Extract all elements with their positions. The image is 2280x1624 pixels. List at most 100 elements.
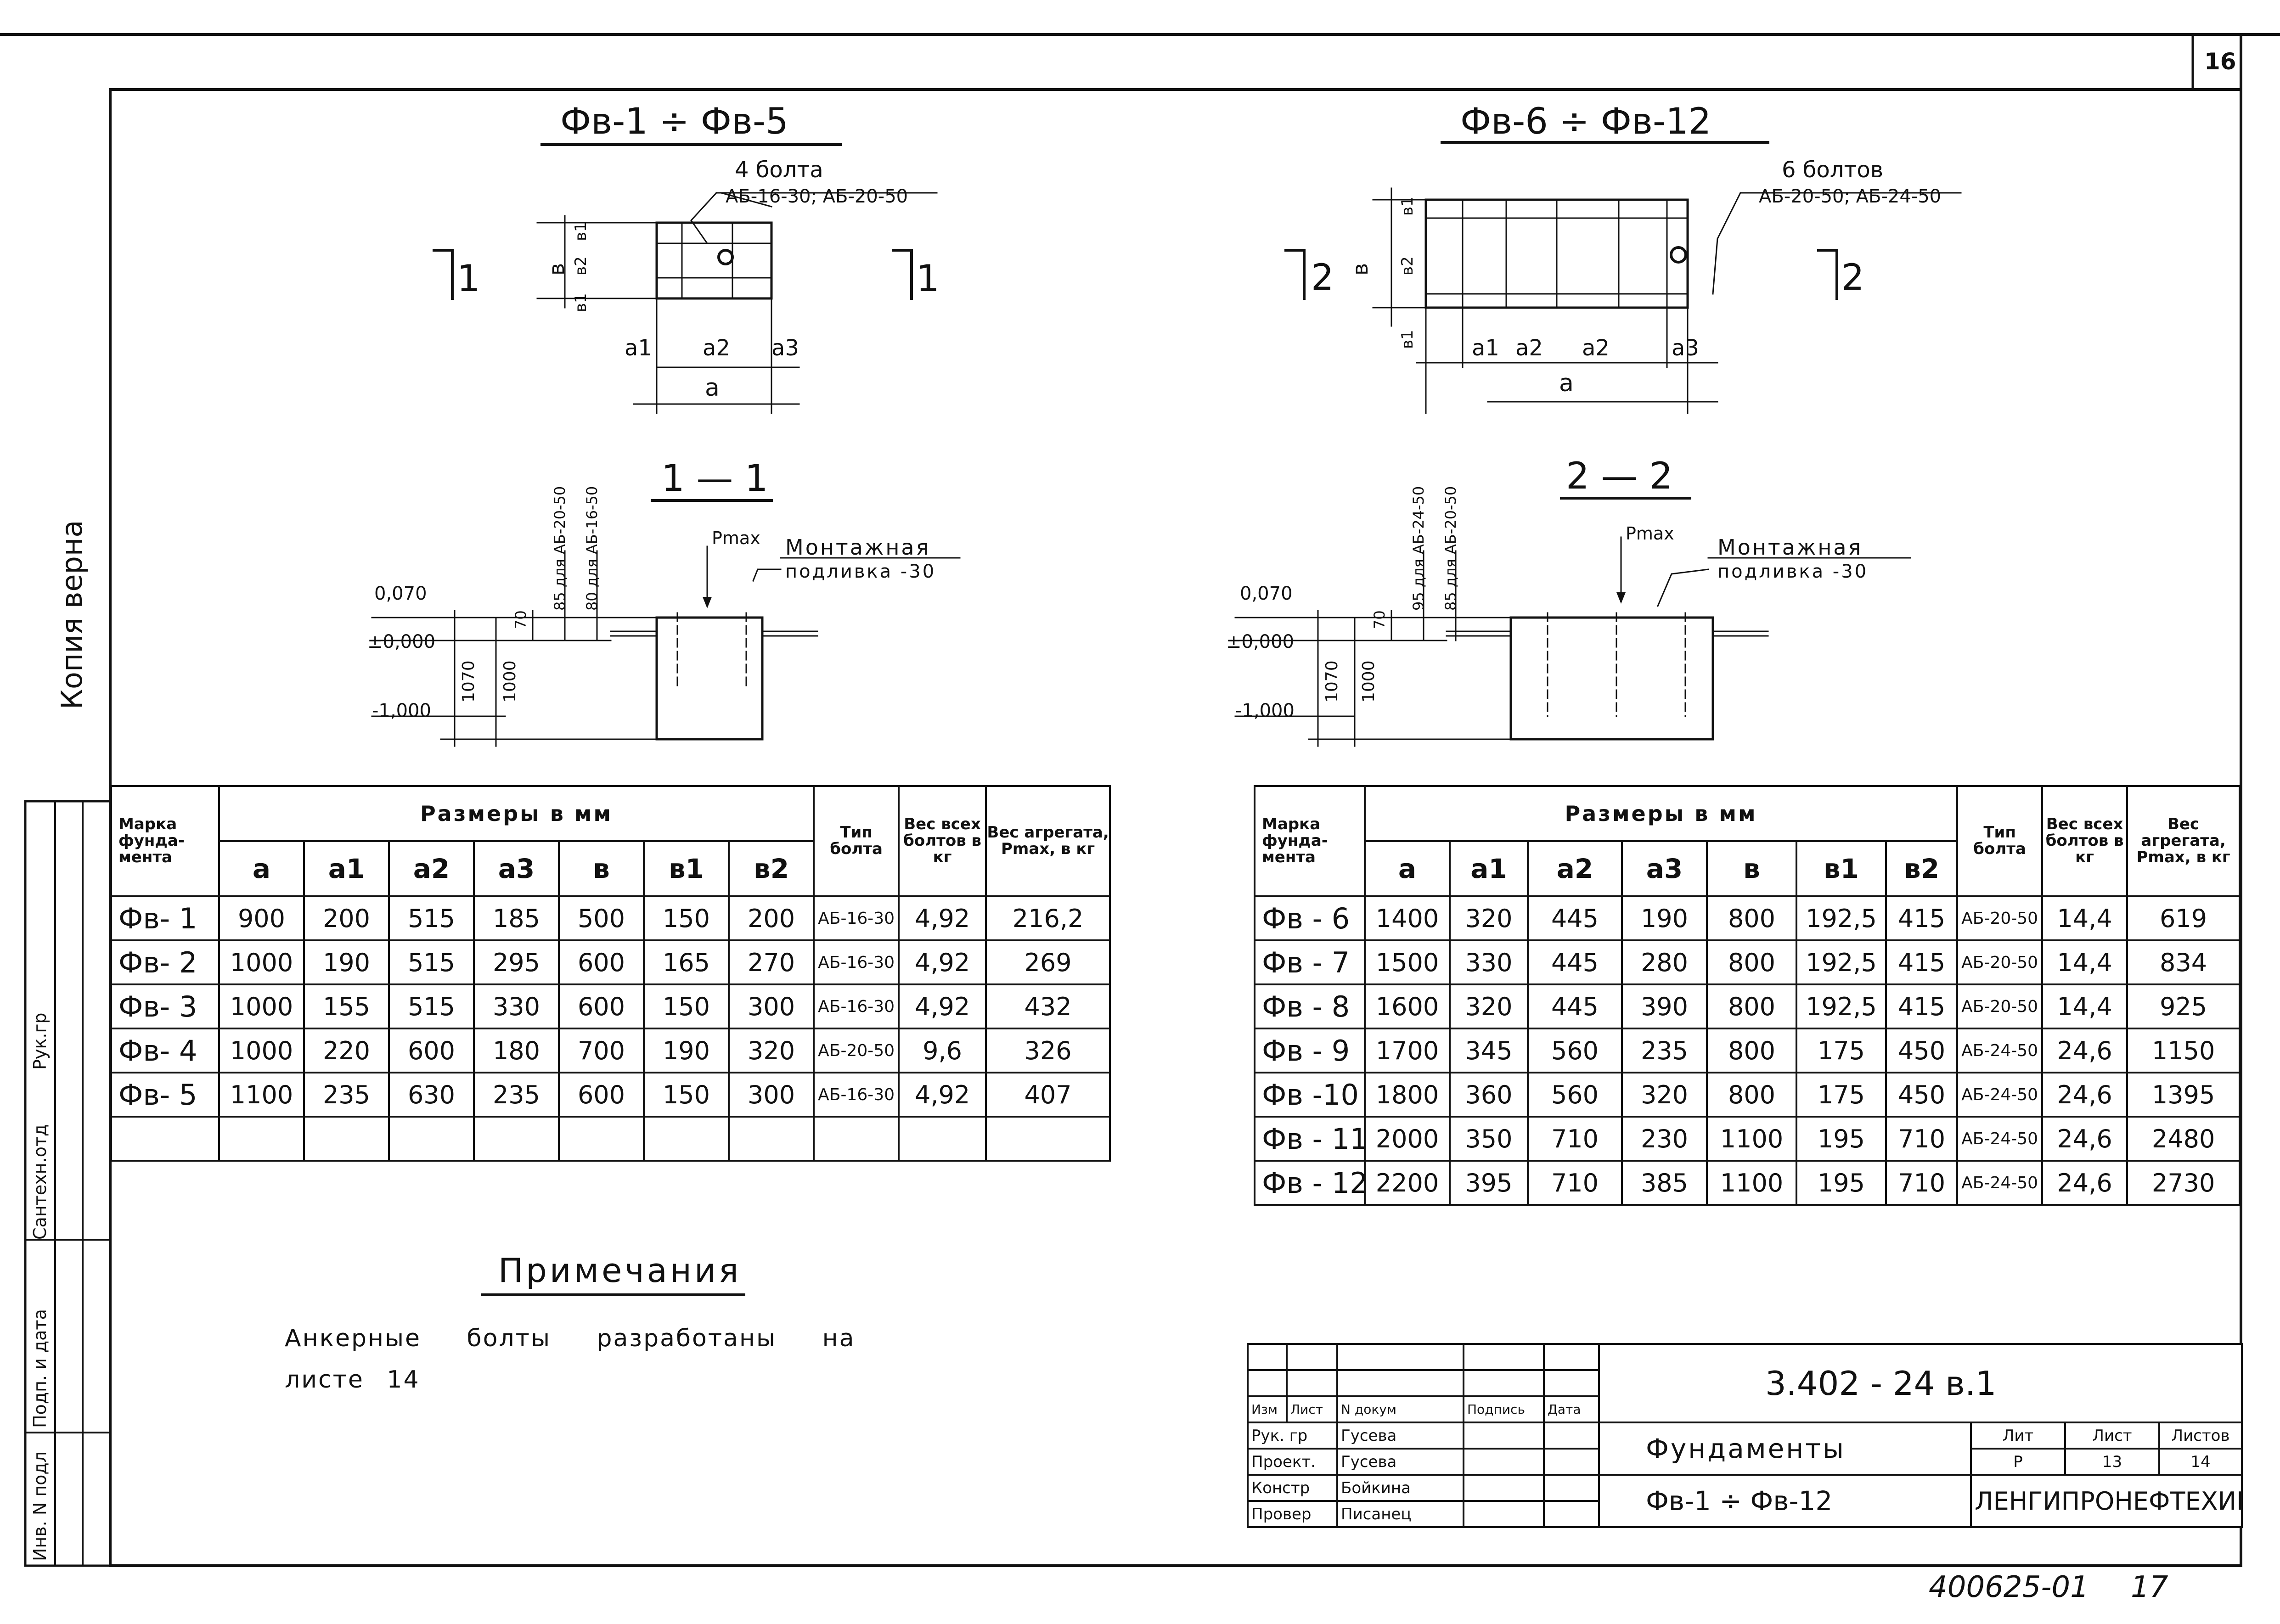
person-name: Гусева [1336, 1448, 1464, 1476]
left-cell: 150 [643, 1072, 730, 1118]
left-cell: 220 [303, 1028, 390, 1073]
left-mark-cell: Фв- 4 [110, 1028, 220, 1073]
right-cell: 195 [1796, 1116, 1887, 1162]
right-cell: 560 [1527, 1072, 1623, 1118]
right-cell: 395 [1449, 1160, 1529, 1206]
right-col-a1: a1 [1449, 840, 1529, 897]
left-cell: 200 [303, 895, 390, 941]
right-cell: 2730 [2126, 1160, 2241, 1206]
left-cell: 432 [985, 983, 1111, 1029]
left-cell: 235 [303, 1072, 390, 1118]
left-cell: 155 [303, 983, 390, 1029]
right-header-sizes: Размеры в мм [1363, 785, 1959, 842]
right-dim-a2-second: a2 [1582, 335, 1610, 361]
left-row [110, 1116, 1111, 1162]
person-role: Провер [1247, 1500, 1338, 1528]
right-col-a3: a3 [1621, 840, 1708, 897]
right-bolts-count: 6 болтов [1782, 157, 1884, 183]
person-signature [1463, 1474, 1545, 1502]
left-dim-1070: 1070 [459, 660, 478, 702]
lit-value: Р [1970, 1448, 2066, 1476]
right-cell: 1500 [1364, 939, 1451, 985]
sheets-label: Листов [2158, 1422, 2243, 1450]
left-mark-cell: Фв- 2 [110, 939, 220, 985]
right-cell: 450 [1885, 1028, 1959, 1073]
right-plan-title: Фв-6 ÷ Фв-12 [1460, 101, 1711, 142]
left-cell: 515 [388, 895, 475, 941]
right-cell: 710 [1885, 1160, 1959, 1206]
left-col-a2: a2 [388, 840, 475, 897]
right-cell: 345 [1449, 1028, 1529, 1073]
left-cell: 270 [727, 939, 815, 985]
right-mark-cell: Фв - 11 [1254, 1116, 1366, 1162]
right-cell: 385 [1621, 1160, 1708, 1206]
left-grout-label-1: Монтажная [785, 535, 931, 560]
right-cell: 24,6 [2041, 1072, 2128, 1118]
left-cell [727, 1116, 815, 1162]
person-role: Проект. [1247, 1448, 1338, 1476]
left-cell: 269 [985, 939, 1111, 985]
left-cell: 600 [388, 1028, 475, 1073]
right-col-b1: в1 [1796, 840, 1887, 897]
right-cell: 330 [1449, 939, 1529, 985]
person-row: Проект.Гусева [1247, 1448, 1600, 1476]
left-cell [473, 1116, 560, 1162]
left-level-zero: ±0,000 [367, 631, 436, 652]
notes-title: Примечания [498, 1251, 742, 1290]
left-dim-b1-top: в1 [572, 222, 590, 241]
tb-col-list: Лист [1286, 1395, 1338, 1423]
left-col-a3: a3 [473, 840, 560, 897]
right-bolts-types: АБ-20-50; АБ-24-50 [1759, 186, 1942, 207]
right-cell: 1600 [1364, 983, 1451, 1029]
right-cell: АБ-24-50 [1956, 1028, 2044, 1073]
right-dim-b: в [1348, 263, 1373, 275]
page-number: 16 [2204, 48, 2236, 75]
right-cell: 190 [1621, 895, 1708, 941]
right-cell: 415 [1885, 983, 1959, 1029]
left-cell: 500 [558, 895, 645, 941]
right-cell: 320 [1449, 983, 1529, 1029]
left-cell: 600 [558, 983, 645, 1029]
side-stamp-group-head: Рук.гр [30, 1012, 50, 1070]
left-dim-b2: в2 [572, 256, 590, 275]
right-grout-label-1: Монтажная [1717, 535, 1863, 560]
left-cell: 630 [388, 1072, 475, 1118]
right-cell: 1400 [1364, 895, 1451, 941]
right-cell: 800 [1706, 895, 1797, 941]
right-cell: 800 [1706, 939, 1797, 985]
right-cell: 2200 [1364, 1160, 1451, 1206]
right-cell: 1100 [1706, 1116, 1797, 1162]
left-cell: 600 [558, 939, 645, 985]
right-cell: 1700 [1364, 1028, 1451, 1073]
left-dim-1000: 1000 [501, 660, 519, 702]
left-cell: АБ-16-30 [813, 983, 900, 1029]
right-mark-cell: Фв - 6 [1254, 895, 1366, 941]
left-header-sizes: Размеры в мм [218, 785, 815, 842]
organization-name: ЛЕНГИПРОНЕФТЕХИМ [1970, 1474, 2243, 1528]
right-cell: 350 [1449, 1116, 1529, 1162]
right-header-unit-weight: Вес агрегата, Pmax, в кг [2126, 785, 2241, 897]
right-dim-b2: в2 [1398, 256, 1417, 275]
person-date [1543, 1448, 1600, 1476]
right-cell: 24,6 [2041, 1116, 2128, 1162]
right-cell: 2000 [1364, 1116, 1451, 1162]
doc-title-line-2: Фв-1 ÷ Фв-12 [1598, 1474, 1972, 1528]
right-foundation-table: Марка фунда-мента Размеры в мм Тип болта… [1254, 785, 2241, 1206]
left-cell: 200 [727, 895, 815, 941]
left-cell [558, 1116, 645, 1162]
left-cell: АБ-20-50 [813, 1028, 900, 1073]
side-stamp-inv-no: Инв. N подл [30, 1451, 50, 1561]
tb-col-signature: Подпись [1463, 1395, 1545, 1423]
person-role: Констр [1247, 1474, 1338, 1502]
right-cell: 360 [1449, 1072, 1529, 1118]
